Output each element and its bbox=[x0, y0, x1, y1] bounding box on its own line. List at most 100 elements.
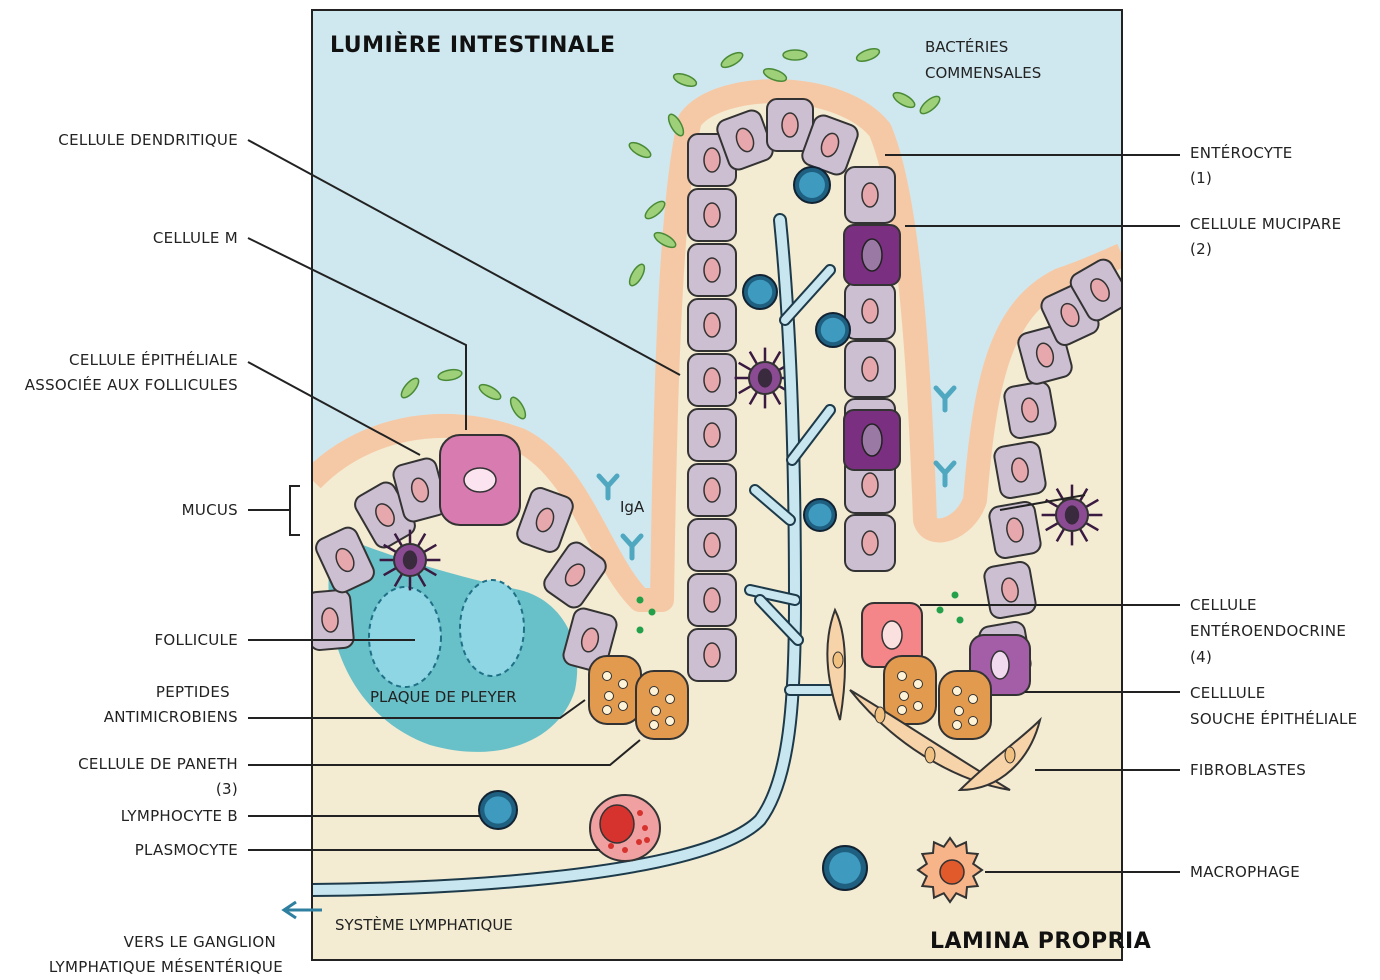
granule bbox=[955, 707, 964, 716]
nucleus bbox=[862, 424, 882, 456]
label-enteroendocrine: CELLULEENTÉROENDOCRINE(4) bbox=[1190, 596, 1346, 666]
enterocyte-left-cell bbox=[688, 299, 736, 351]
paneth-cell bbox=[636, 671, 688, 739]
enterocyte-right-villus-cell bbox=[988, 500, 1042, 559]
enterocyte-right-cell bbox=[845, 283, 895, 339]
nucleus bbox=[862, 183, 878, 207]
lymphocyte-villus-2 bbox=[743, 275, 777, 309]
goblet-cell bbox=[844, 410, 900, 470]
granule bbox=[953, 721, 962, 730]
label-ganglion: VERS LE GANGLIONLYMPHATIQUE MÉSENTÉRIQUE bbox=[49, 933, 283, 976]
granule bbox=[603, 706, 612, 715]
nucleus bbox=[403, 550, 417, 569]
nucleus bbox=[862, 299, 878, 323]
granule bbox=[914, 702, 923, 711]
fibroblast-nucleus bbox=[875, 707, 885, 723]
label-paneth: CELLULE DE PANETH(3) bbox=[78, 755, 238, 798]
lymphocyte-nucleus bbox=[484, 796, 511, 823]
nucleus bbox=[862, 473, 878, 497]
label-enterocyte: ENTÉROCYTE(1) bbox=[1190, 143, 1293, 187]
fibroblast-nucleus bbox=[833, 652, 843, 668]
enterocyte-left-cell bbox=[688, 244, 736, 296]
fibroblast-nucleus bbox=[925, 747, 935, 763]
paneth-cell-body bbox=[939, 671, 991, 739]
nucleus bbox=[704, 423, 720, 447]
paneth-cell bbox=[589, 656, 641, 724]
enterocyte-left-cell bbox=[688, 629, 736, 681]
granule bbox=[619, 702, 628, 711]
nucleus bbox=[704, 203, 720, 227]
plaque-label: PLAQUE DE PLEYER bbox=[370, 688, 517, 706]
granule bbox=[622, 847, 628, 853]
lymphocyte-nucleus bbox=[821, 318, 845, 342]
enterocyte-right-cell bbox=[845, 167, 895, 223]
nucleus bbox=[704, 368, 720, 392]
lymphocyte-nucleus bbox=[748, 280, 772, 304]
antimicrobial-peptide bbox=[649, 609, 656, 616]
granule bbox=[914, 680, 923, 689]
nucleus bbox=[704, 533, 720, 557]
enterocyte-right-villus-cell bbox=[1003, 380, 1057, 439]
paneth-cell-body bbox=[636, 671, 688, 739]
antimicrobial-peptide bbox=[637, 627, 644, 634]
lymphocyte-villus-4 bbox=[804, 499, 836, 531]
enterocyte-right-cell bbox=[845, 515, 895, 571]
label-lymphocyte-b: LYMPHOCYTE B bbox=[121, 807, 238, 825]
nucleus bbox=[862, 531, 878, 555]
enterocyte-right-villus-cell bbox=[993, 440, 1047, 499]
granule bbox=[900, 692, 909, 701]
enterocyte-left-cell bbox=[688, 409, 736, 461]
nucleus bbox=[704, 148, 720, 172]
granule bbox=[652, 707, 661, 716]
antimicrobial-peptide bbox=[637, 597, 644, 604]
right-labels: ENTÉROCYTE(1) CELLULE MUCIPARE(2) CELLUL… bbox=[1190, 143, 1357, 881]
nucleus bbox=[704, 643, 720, 667]
enterocyte-left-cell bbox=[688, 574, 736, 626]
granule bbox=[650, 721, 659, 730]
nucleus bbox=[782, 113, 798, 137]
granule bbox=[619, 680, 628, 689]
lumen-title: LUMIÈRE INTESTINALE bbox=[330, 32, 616, 58]
granule bbox=[608, 843, 614, 849]
paneth-cell-body bbox=[589, 656, 641, 724]
paneth-cell bbox=[884, 656, 936, 724]
granule bbox=[666, 717, 675, 726]
lymphocyte-villus-1 bbox=[794, 167, 830, 203]
enterocyte-right-cell bbox=[845, 341, 895, 397]
left-labels: CELLULE DENDRITIQUE CELLULE M CELLULE ÉP… bbox=[25, 131, 283, 976]
fibroblast-nucleus bbox=[1005, 747, 1015, 763]
enterocyte-left-cell bbox=[688, 354, 736, 406]
granule bbox=[603, 672, 612, 681]
label-follicle: FOLLICULE bbox=[154, 631, 238, 649]
iga-label: IgA bbox=[620, 498, 645, 516]
label-plasmocyte: PLASMOCYTE bbox=[135, 841, 238, 859]
granule bbox=[969, 695, 978, 704]
enterocyte-left-cell bbox=[688, 464, 736, 516]
granule bbox=[605, 692, 614, 701]
follicle-1 bbox=[369, 587, 441, 687]
nucleus bbox=[704, 313, 720, 337]
enterocyte-right-villus-cell bbox=[983, 560, 1037, 619]
granule bbox=[636, 839, 642, 845]
nucleus bbox=[758, 368, 772, 387]
nucleus bbox=[704, 588, 720, 612]
nucleus bbox=[862, 239, 882, 271]
granule bbox=[650, 687, 659, 696]
label-dendritic: CELLULE DENDRITIQUE bbox=[58, 131, 238, 149]
bacterium bbox=[783, 50, 807, 60]
granule bbox=[969, 717, 978, 726]
leader-mucus bbox=[248, 486, 300, 535]
granule bbox=[953, 687, 962, 696]
nucleus bbox=[1065, 505, 1079, 524]
m-cell bbox=[440, 435, 520, 525]
antimicrobial-peptide bbox=[952, 592, 959, 599]
label-m-cell: CELLULE M bbox=[153, 229, 238, 247]
paneth-cell-body bbox=[884, 656, 936, 724]
goblet-cell bbox=[844, 225, 900, 285]
granule bbox=[642, 825, 648, 831]
label-fibroblasts: FIBROBLASTES bbox=[1190, 761, 1306, 779]
nucleus bbox=[991, 651, 1009, 679]
